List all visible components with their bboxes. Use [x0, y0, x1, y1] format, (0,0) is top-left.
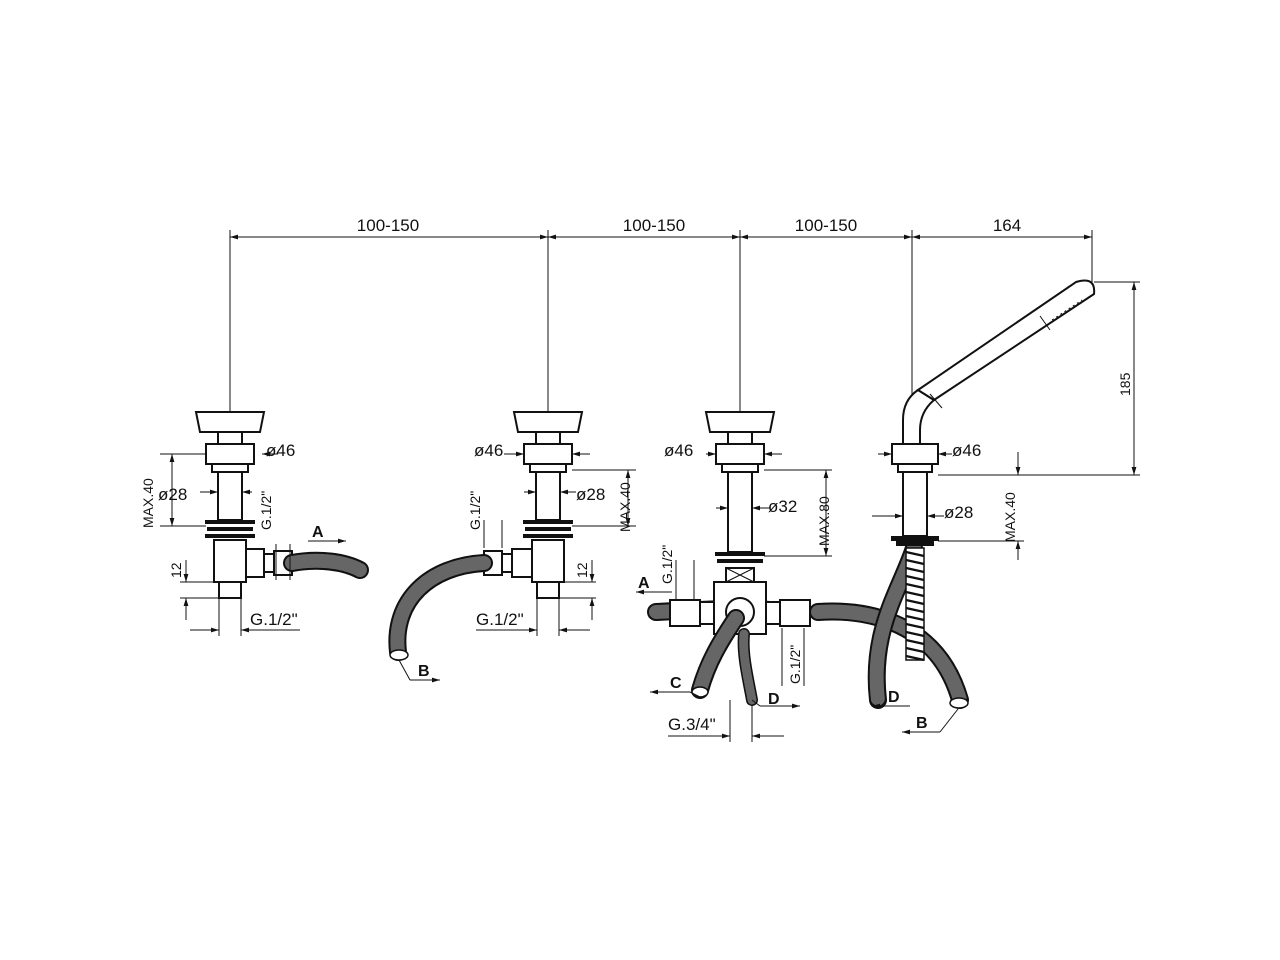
max40-left: MAX.40 — [140, 478, 156, 528]
label-c: C — [670, 675, 682, 692]
valve-center-dims: ø46 MAX.40 ø28 G.1/2" 12 G.1/2" B — [398, 441, 636, 683]
max40-center: MAX.40 — [617, 482, 633, 532]
dim-shower-reach: 164 — [993, 216, 1021, 235]
g12-vertical-diverter: G.1/2" — [659, 545, 675, 584]
label-a-left: A — [312, 524, 324, 541]
twelve-center: 12 — [574, 562, 590, 578]
g12-vertical-diverter-2: G.1/2" — [787, 645, 803, 684]
dia46-shower: ø46 — [952, 441, 981, 460]
top-dimension-chain: 100-150 100-150 100-150 164 — [229, 216, 1093, 445]
label-d-shower: D — [888, 689, 900, 706]
g12-vertical-left: G.1/2" — [258, 491, 274, 530]
side-nut — [245, 548, 265, 578]
label-a-diverter: A — [638, 575, 650, 592]
dia28-center: ø28 — [576, 485, 605, 504]
diverter-dims: ø46 MAX.80 ø32 G.1/2" G.1/2" A C D G.3/4… — [636, 441, 832, 742]
g12-vertical-center: G.1/2" — [467, 491, 483, 530]
hand-shower-dims: 185 ø46 ø28 MAX.40 D B — [872, 281, 1140, 735]
label-b-shower: B — [916, 715, 928, 732]
dim-spacing-1: 100-150 — [357, 216, 419, 235]
label-b-center: B — [418, 663, 430, 680]
g34: G.3/4" — [668, 715, 716, 734]
label-d-diverter: D — [768, 691, 780, 708]
g12-horizontal-left: G.1/2" — [250, 610, 298, 629]
valve-left-dims: MAX.40 ø46 ø28 G.1/2" 12 G.1/2" A — [140, 441, 346, 636]
shower-handle — [916, 279, 1096, 402]
dia46-center: ø46 — [474, 441, 503, 460]
g12-horizontal-center: G.1/2" — [476, 610, 524, 629]
twelve-left: 12 — [168, 562, 184, 578]
cross-handle — [194, 411, 266, 433]
max40-shower: MAX.40 — [1002, 492, 1018, 542]
hand-shower — [867, 279, 1096, 709]
dim-spacing-2: 100-150 — [623, 216, 685, 235]
dia46-diverter: ø46 — [664, 441, 693, 460]
dia46-left: ø46 — [266, 441, 295, 460]
dia32: ø32 — [768, 497, 797, 516]
max80: MAX.80 — [816, 496, 832, 546]
valve-left — [194, 411, 369, 599]
valve-center — [388, 411, 584, 661]
diverter-valve — [647, 411, 969, 709]
dia28-left: ø28 — [158, 485, 187, 504]
dim-spacing-3: 100-150 — [795, 216, 857, 235]
dia28-shower: ø28 — [944, 503, 973, 522]
shower-height: 185 — [1117, 372, 1133, 396]
